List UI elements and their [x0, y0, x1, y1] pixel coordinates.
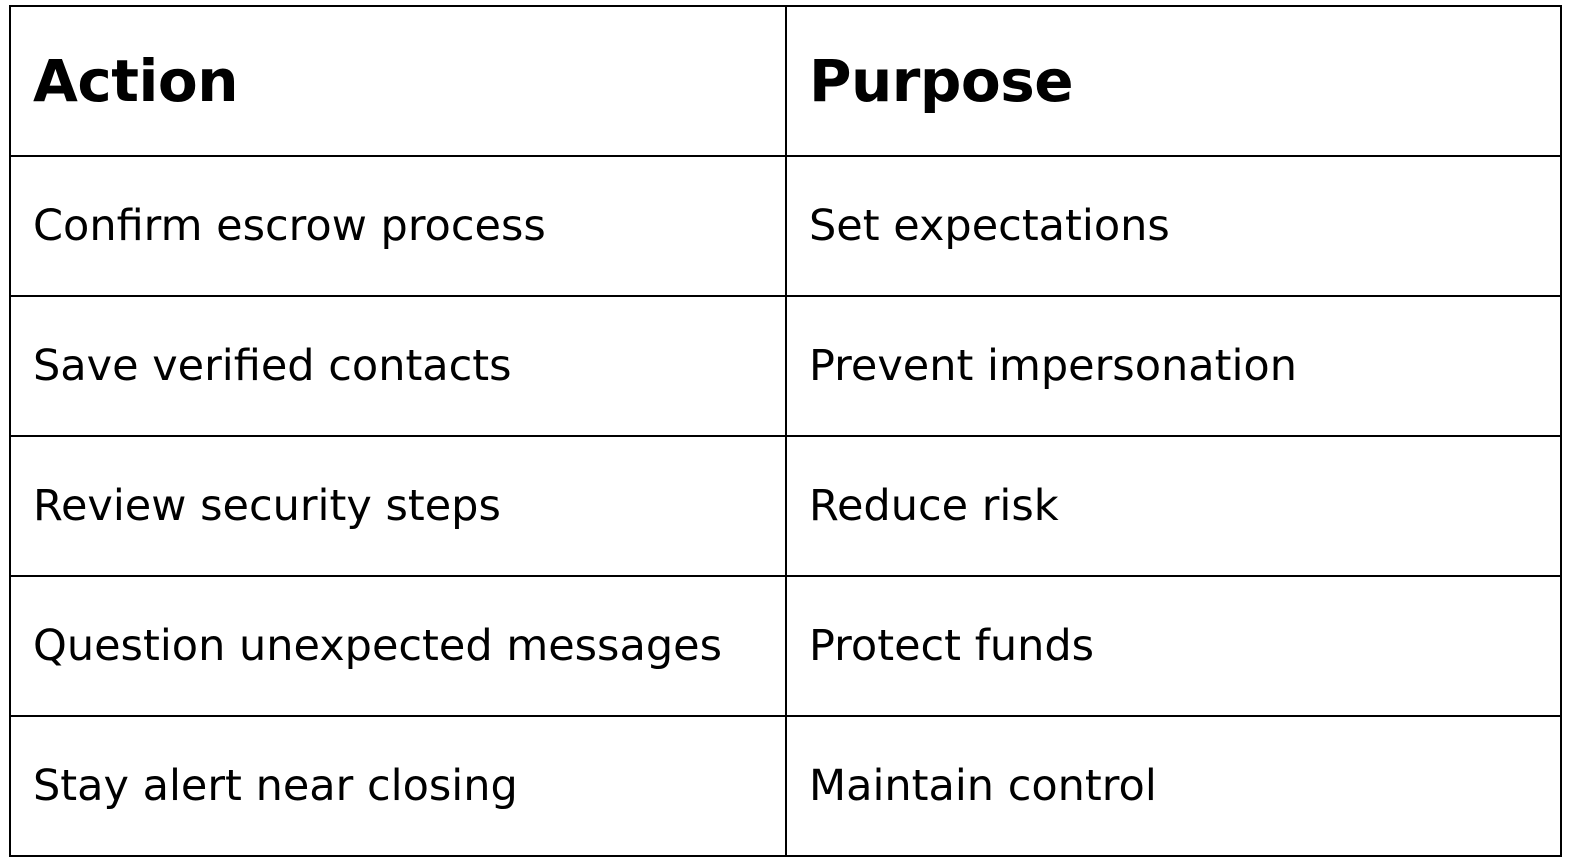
table-row: Review security steps Reduce risk: [9, 435, 1562, 577]
action-cell: Question unexpected messages: [9, 575, 787, 717]
table-row: Question unexpected messages Protect fun…: [9, 575, 1562, 717]
purpose-cell: Set expectations: [785, 155, 1562, 297]
action-cell: Review security steps: [9, 435, 787, 577]
action-cell: Save verified contacts: [9, 295, 787, 437]
action-purpose-table: Action Purpose Confirm escrow process Se…: [9, 5, 1562, 857]
column-header-action: Action: [9, 5, 787, 157]
purpose-cell: Reduce risk: [785, 435, 1562, 577]
purpose-cell: Prevent impersonation: [785, 295, 1562, 437]
table-row: Stay alert near closing Maintain control: [9, 715, 1562, 857]
purpose-cell: Protect funds: [785, 575, 1562, 717]
action-cell: Stay alert near closing: [9, 715, 787, 857]
purpose-cell: Maintain control: [785, 715, 1562, 857]
action-cell: Confirm escrow process: [9, 155, 787, 297]
column-header-purpose: Purpose: [785, 5, 1562, 157]
action-purpose-table-container: Action Purpose Confirm escrow process Se…: [9, 5, 1562, 857]
table-row: Confirm escrow process Set expectations: [9, 155, 1562, 297]
table-row: Save verified contacts Prevent impersona…: [9, 295, 1562, 437]
table-header-row: Action Purpose: [9, 5, 1562, 157]
